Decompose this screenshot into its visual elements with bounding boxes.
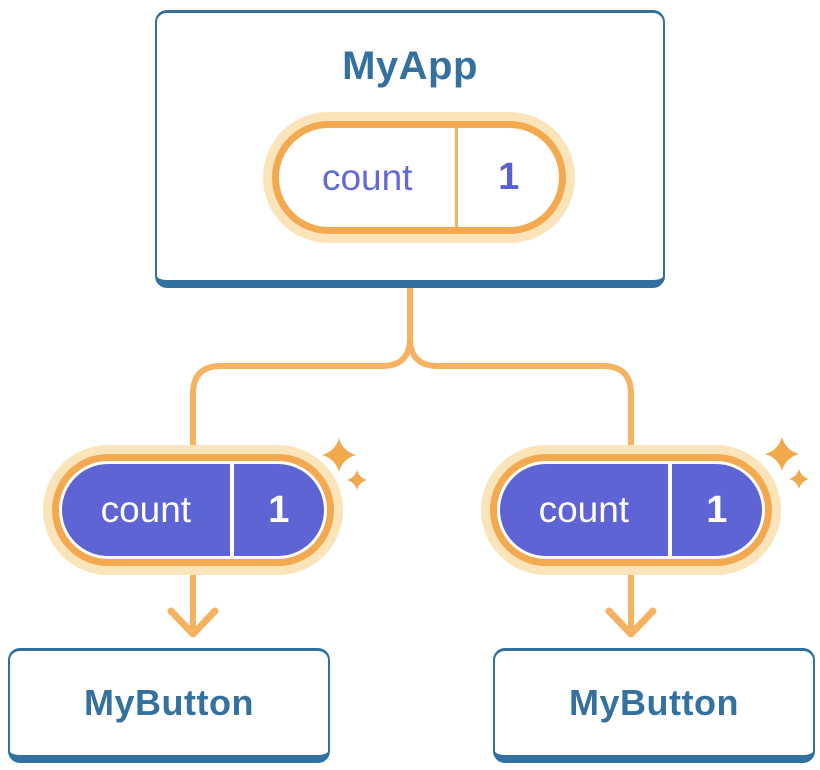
arrow-down-icon	[167, 607, 219, 638]
state-value: 1	[498, 156, 520, 198]
prop-name: count	[100, 489, 192, 530]
pill-divider	[455, 128, 459, 227]
pill-divider	[229, 464, 234, 556]
prop-pill-ring: count 1	[490, 454, 772, 566]
sparkle-icon	[765, 437, 809, 489]
component-node-mybutton: MyButton	[8, 648, 330, 763]
pill-divider	[667, 464, 672, 556]
state-pill-ring: count 1	[272, 121, 566, 234]
arrow-down-icon	[605, 607, 657, 638]
prop-pill: count 1	[43, 445, 343, 575]
sparkle-icon	[322, 438, 367, 490]
prop-pill-body: count 1	[62, 464, 324, 556]
state-pill: count 1	[263, 112, 575, 243]
component-node-myapp: MyApp count 1	[155, 10, 665, 288]
prop-name: count	[538, 489, 630, 530]
connector-right	[407, 288, 634, 630]
component-title: MyApp	[342, 44, 478, 88]
prop-pill-body: count 1	[500, 464, 762, 556]
prop-value: 1	[706, 488, 728, 531]
prop-pill-ring: count 1	[52, 454, 334, 566]
component-title: MyButton	[569, 682, 739, 723]
component-node-mybutton: MyButton	[493, 648, 815, 763]
component-title: MyButton	[84, 682, 254, 723]
prop-pill: count 1	[481, 445, 781, 575]
prop-value: 1	[268, 488, 290, 531]
state-name: count	[321, 156, 413, 198]
